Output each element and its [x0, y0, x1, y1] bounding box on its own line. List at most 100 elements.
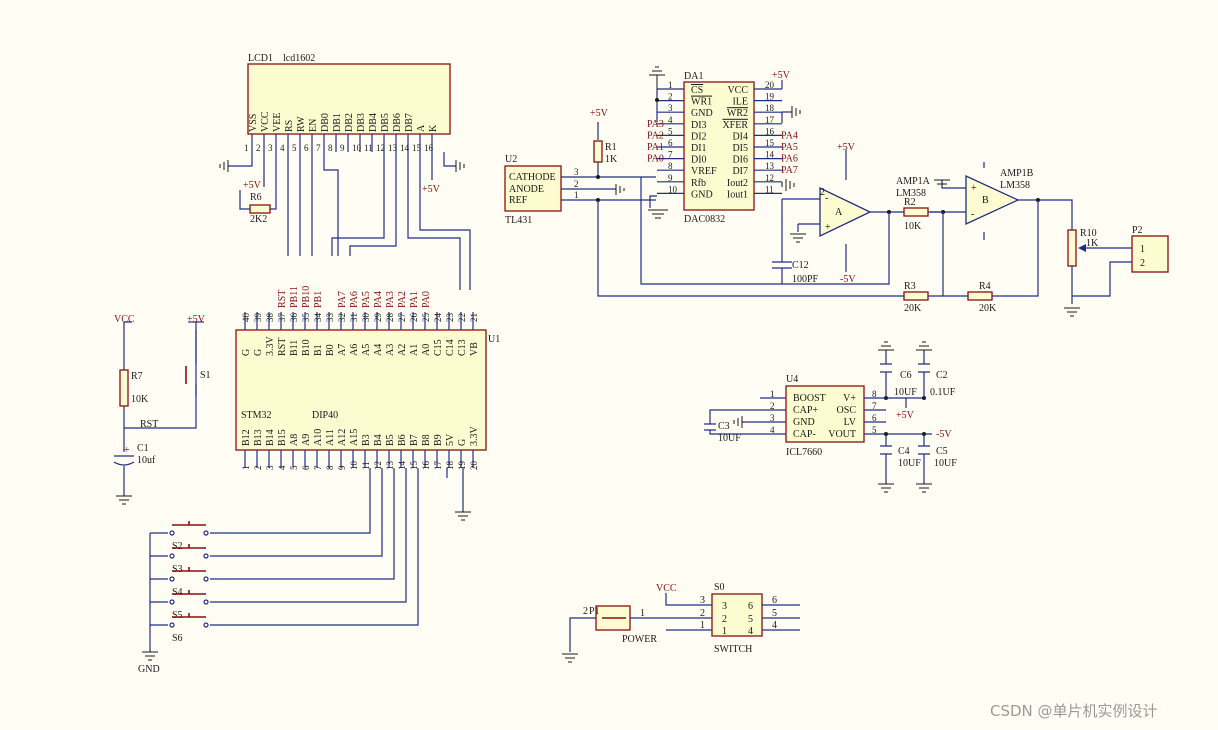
- button-contact: [203, 576, 209, 582]
- lcd-ref: LCD1: [248, 53, 273, 64]
- mcu-net-pa6: PA6: [349, 291, 360, 308]
- mcu-bottom-pin-number: 8: [325, 465, 335, 470]
- power-input: POWER 2 P1 1 S0 SWITCH VCC 3 2 1 3 2 1 6…: [562, 582, 800, 663]
- icl-right-pin-number: 7: [872, 401, 877, 411]
- icl-left-pin-number: 4: [770, 425, 775, 435]
- mcu-bottom-pin-number: 3: [265, 465, 275, 470]
- mcu-top-pin-number: 36: [289, 313, 299, 323]
- dac-left-pin-number: 10: [668, 184, 678, 194]
- icl-pin-cap: CAP+: [793, 405, 818, 416]
- r3-value: 20K: [904, 303, 922, 314]
- c6-value: 10UF: [894, 387, 917, 398]
- s0-l3-num: 3: [700, 595, 705, 606]
- dac-part: DAC0832: [684, 214, 725, 225]
- dac-right-pin-number: 11: [765, 184, 774, 194]
- output-pot: R10 1K P2 1 2: [1064, 225, 1169, 317]
- dac-right-pin-number: 12: [765, 173, 774, 183]
- mcu-bottom-pin-number: 18: [445, 461, 455, 471]
- dac-left-pin-number: 6: [668, 138, 673, 148]
- amp-a-label: A: [835, 207, 843, 218]
- c3-value: 10UF: [718, 433, 741, 444]
- s0-pin6: 6: [748, 601, 753, 612]
- mcu-top-pin-g: G: [241, 349, 252, 356]
- icl-pin-cap: CAP-: [793, 429, 816, 440]
- dac-pin-rfb: Rfb: [691, 178, 706, 189]
- mcu-net-pb1: PB1: [313, 291, 324, 308]
- mcu-bottom-pin-number: 13: [385, 461, 395, 471]
- r1-5v-label: +5V: [590, 108, 609, 119]
- mcu-top-pin-a2: A2: [397, 344, 408, 356]
- lcd-pin-number: 15: [412, 143, 422, 153]
- dac-left-pin-number: 1: [668, 80, 673, 90]
- lcd-pin-db0: DB0: [320, 113, 331, 132]
- mcu-top-pin-number: 24: [433, 313, 443, 323]
- button-contact: [169, 576, 175, 582]
- icl-m5v-label: -5V: [936, 429, 952, 440]
- lcd-pin-db7: DB7: [404, 113, 415, 132]
- icl-ref: U4: [786, 374, 798, 385]
- mcu-top-pin-number: 32: [337, 313, 347, 322]
- icl-pin-v+: V+: [843, 393, 856, 404]
- dac-right-pin-number: 17: [765, 115, 775, 125]
- c1-polarity: +: [124, 445, 130, 456]
- dac-left-pin-number: 7: [668, 150, 673, 160]
- tl431-pin-anode: ANODE: [509, 184, 544, 195]
- tl431-pin-number: 1: [574, 190, 579, 200]
- icl-pin-lv: LV: [844, 417, 857, 428]
- r10-value: 1K: [1086, 238, 1099, 249]
- mcu-net-pa7: PA7: [337, 291, 348, 308]
- icl-body: [785, 385, 865, 443]
- mcu-bottom-pin-number: 20: [469, 461, 479, 471]
- mcu-bottom-pin-a11: A11: [325, 429, 336, 446]
- dac-pin-gnd: GND: [691, 189, 713, 200]
- mcu-top-pin-b10: B10: [301, 339, 312, 356]
- lcd1602-module: LCD1 lcd1602 VSS1VCC2VEE3RS4RW5EN6DB07DB…: [244, 53, 451, 153]
- mcu-bottom-pin-b7: B7: [409, 434, 420, 446]
- mcu-bottom-pin-number: 10: [349, 461, 359, 471]
- dac-left-pin-number: 4: [668, 115, 673, 125]
- mcu-net-rst: RST: [277, 290, 288, 308]
- dac-pin-di6: DI6: [732, 155, 748, 166]
- button-contact: [169, 622, 175, 628]
- icl-left-pin-number: 1: [770, 389, 775, 399]
- buttons-gnd-symbol: [142, 651, 158, 661]
- dac-pin-di2: DI2: [691, 131, 707, 142]
- dac-right-pin-number: 16: [765, 126, 775, 136]
- c5-value: 10UF: [934, 458, 957, 469]
- dac-ref: DA1: [684, 71, 703, 82]
- icl-5v-label: +5V: [896, 410, 915, 421]
- feedback-resistors: R2 10K R3 20K R4 20K: [597, 197, 1010, 314]
- mcu-bottom-pin-b3: B3: [361, 434, 372, 446]
- r10-ref: R10: [1080, 228, 1097, 239]
- dac-pin-cs: CS: [691, 85, 703, 96]
- button-wire: [150, 468, 419, 626]
- mcu-bottom-pin-b13: B13: [253, 429, 264, 446]
- dac-pin-di3: DI3: [691, 120, 707, 131]
- lcd-pin-vee: VEE: [272, 113, 283, 132]
- mcu-top-pin-number: 25: [421, 313, 431, 323]
- mcu-bottom-pin-a9: A9: [301, 434, 312, 446]
- mcu-bottom-pin-5v: 5V: [445, 433, 456, 446]
- dac-right-pin-number: 13: [765, 161, 775, 171]
- switch-vcc-label: VCC: [656, 583, 677, 594]
- stm32-module: U1 STM32 DIP40 40G39G383.3V37RSTRST36B11…: [235, 286, 500, 471]
- button-contact: [203, 599, 209, 605]
- r6-value: 2K2: [250, 214, 267, 225]
- r3-ref: R3: [904, 281, 916, 292]
- mcu-bottom-pin-a15: A15: [349, 429, 360, 446]
- amp-b-minus: -: [971, 209, 974, 220]
- mcu-bottom-pin-number: 6: [301, 465, 311, 470]
- dac-right-pin-number: 20: [765, 80, 775, 90]
- s0-l2-num: 2: [700, 608, 705, 619]
- icl-pin-gnd: GND: [793, 417, 815, 428]
- amp-a-vneg: -5V: [840, 274, 856, 285]
- dac-net-pa5: PA5: [781, 142, 798, 153]
- mcu-bottom-pin-number: 15: [409, 461, 419, 471]
- lcd-body: [247, 63, 451, 135]
- mcu-top-pin-c14: C14: [445, 339, 456, 356]
- mcu-bottom-pin-b5: B5: [385, 434, 396, 446]
- mcu-bottom-pin-number: 4: [277, 465, 287, 470]
- c1-value: 10uf: [137, 455, 156, 466]
- button-wire: [150, 468, 395, 580]
